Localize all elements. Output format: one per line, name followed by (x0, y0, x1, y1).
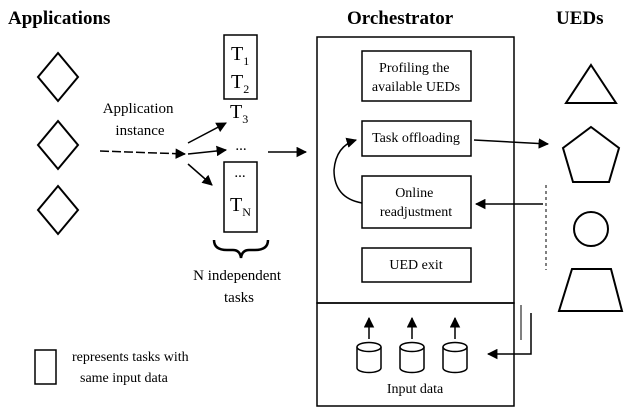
readjustment-label: Online readjustment (380, 186, 452, 220)
application-diamond-icon (36, 119, 80, 171)
ued-trapezoid-icon (557, 268, 624, 312)
applications-header: Applications (8, 8, 110, 29)
ued-exit-label: UED exit (389, 258, 442, 273)
ued-circle-icon (573, 211, 609, 247)
task-offloading-label: Task offloading (372, 131, 460, 146)
split-arrow-up (187, 122, 227, 144)
task-offloading-box (361, 120, 472, 157)
offloading-to-ueds-arrow (473, 138, 550, 149)
profiling-box (361, 50, 472, 102)
legend-box-icon (34, 349, 57, 385)
task-group-box-top (223, 34, 258, 100)
task-tn: TN (230, 194, 251, 219)
task-ellipsis: ... (235, 138, 246, 154)
application-diamond-icon (36, 51, 80, 103)
input-data-label: Input data (387, 382, 444, 397)
task-group-box-bottom (223, 161, 258, 233)
task-t2: T2 (231, 71, 249, 96)
database-icon (399, 341, 425, 374)
task-ellipsis-inner: ... (234, 165, 245, 181)
independent-tasks-label: N independent tasks (193, 268, 285, 306)
profiling-label: Profiling the available UEDs (372, 61, 460, 95)
database-icon (356, 341, 382, 374)
ued-exit-box (361, 247, 472, 283)
orchestrator-header: Orchestrator (347, 8, 454, 29)
database-icon (442, 341, 468, 374)
ued-pentagon-icon (561, 125, 621, 183)
ueds-header: UEDs (556, 8, 604, 29)
readjustment-box (361, 175, 472, 229)
feedback-loop-arrow (333, 137, 363, 204)
application-instance-arrow (99, 148, 187, 159)
split-arrow-down (187, 163, 213, 186)
split-arrow-middle (187, 145, 228, 157)
task-t3: T3 (230, 101, 248, 126)
task-t1: T1 (231, 43, 249, 68)
ued-triangle-icon (564, 63, 618, 104)
ueds-to-input-data-arrow (486, 313, 532, 360)
application-diamond-icon (36, 184, 80, 236)
legend-label: represents tasks with same input data (72, 350, 192, 386)
application-instance-label: Application instance (103, 101, 178, 139)
brace-icon (212, 239, 270, 259)
